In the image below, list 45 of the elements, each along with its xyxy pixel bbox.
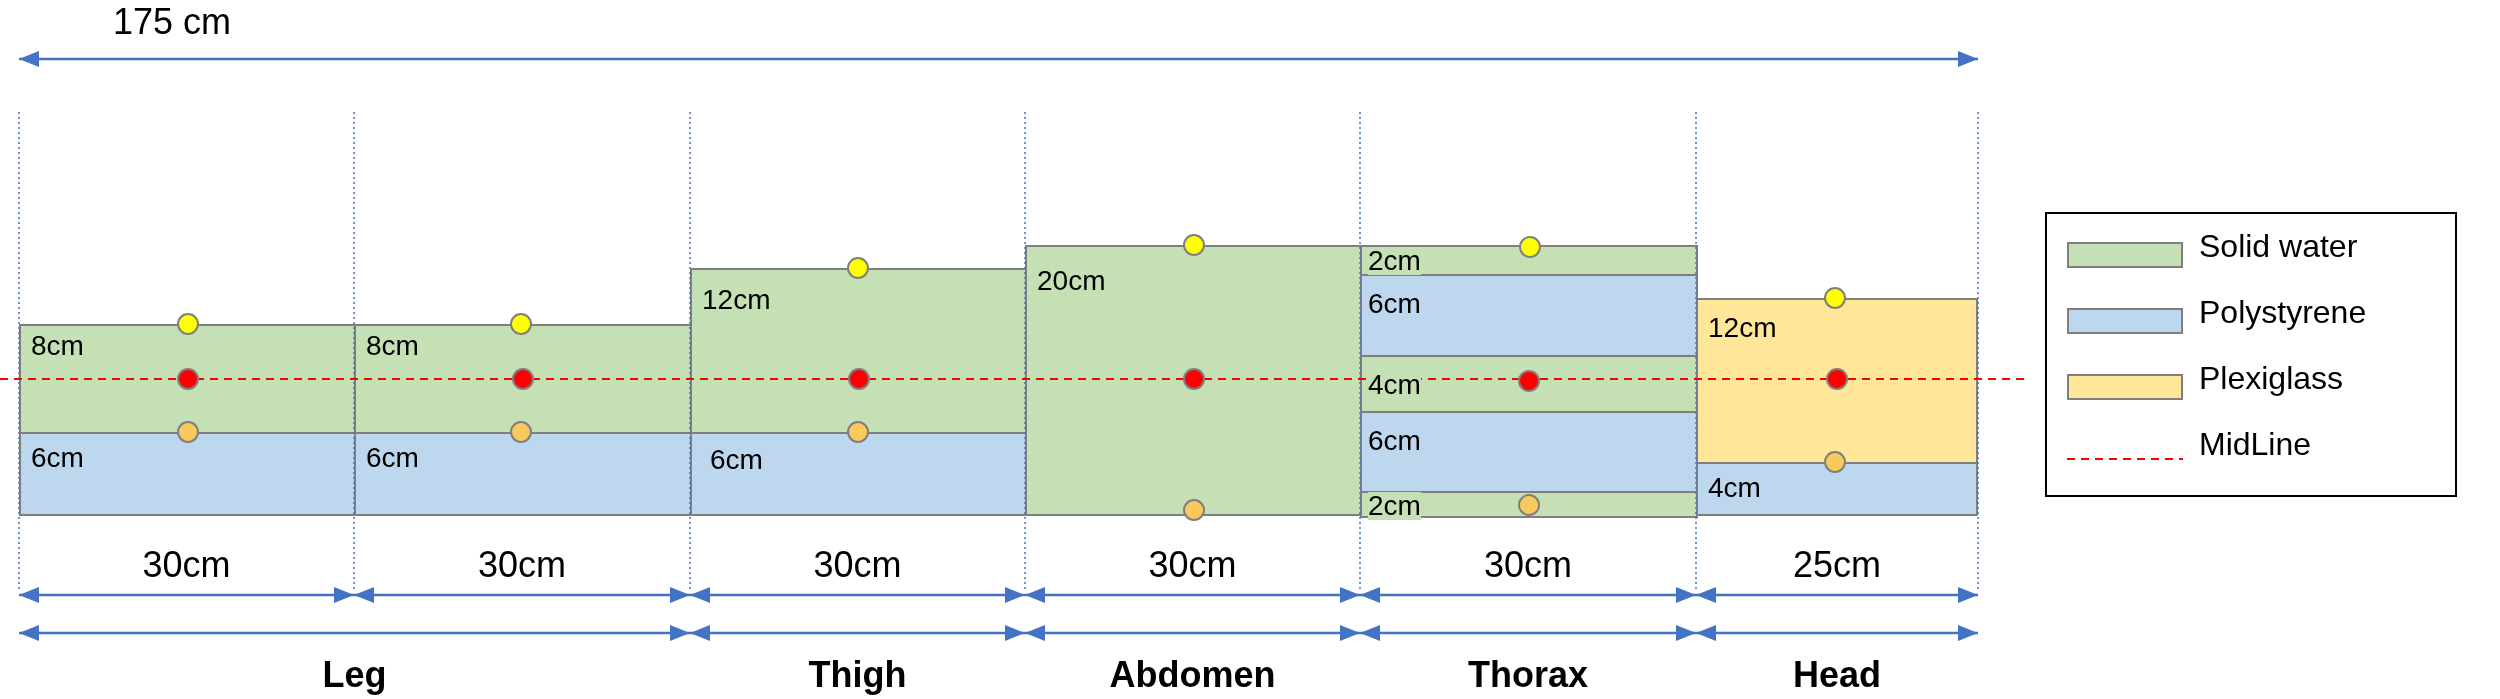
measurement-point <box>1824 287 1846 309</box>
measurement-point <box>510 313 532 335</box>
legend-label: MidLine <box>2199 426 2312 462</box>
phantom-layer <box>354 432 692 516</box>
measurement-point <box>847 368 870 390</box>
phantom-layer <box>19 324 356 434</box>
region-label: Thorax <box>1468 655 1588 695</box>
measurement-point <box>1183 234 1205 256</box>
measurement-point <box>1183 499 1205 521</box>
dimension-label: 30cm <box>813 545 902 585</box>
legend-label: Solid water <box>2199 228 2358 264</box>
phantom-layer <box>1025 245 1362 516</box>
phantom-layer <box>1360 355 1698 413</box>
measurement-point <box>1518 370 1540 392</box>
measurement-point <box>1826 368 1848 390</box>
phantom-layer <box>1360 245 1698 276</box>
phantom-layer <box>690 432 1027 516</box>
measurement-point <box>1518 494 1540 516</box>
measurement-point <box>176 368 199 390</box>
phantom-layer <box>19 432 356 516</box>
measurement-point <box>177 313 199 335</box>
measurement-point <box>512 368 534 390</box>
phantom-layer <box>1360 411 1698 493</box>
legend-label: Polystyrene <box>2199 294 2367 330</box>
dimension-label: 30cm <box>142 545 231 585</box>
measurement-point <box>847 257 869 279</box>
phantom-layer <box>354 324 692 434</box>
region-label: Head <box>1793 655 1881 695</box>
region-label: Leg <box>322 655 387 695</box>
measurement-point <box>1519 236 1541 258</box>
dimension-label: 175 cm <box>112 2 232 42</box>
dimension-label: 25cm <box>1793 545 1881 585</box>
legend-label: Plexiglass <box>2199 360 2344 396</box>
thickness-label: 2cm <box>1368 492 1421 520</box>
region-label: Abdomen <box>1109 655 1276 695</box>
dimension-label: 30cm <box>1484 545 1572 585</box>
phantom-layer <box>690 268 1027 434</box>
region-label: Thigh <box>808 655 907 695</box>
phantom-layer <box>1360 491 1698 518</box>
measurement-point <box>1182 368 1205 390</box>
dimension-label: 30cm <box>1148 545 1237 585</box>
phantom-layer <box>1696 298 1978 464</box>
phantom-layer <box>1360 274 1698 357</box>
dimension-label: 30cm <box>478 545 566 585</box>
phantom-layer <box>1696 462 1978 516</box>
